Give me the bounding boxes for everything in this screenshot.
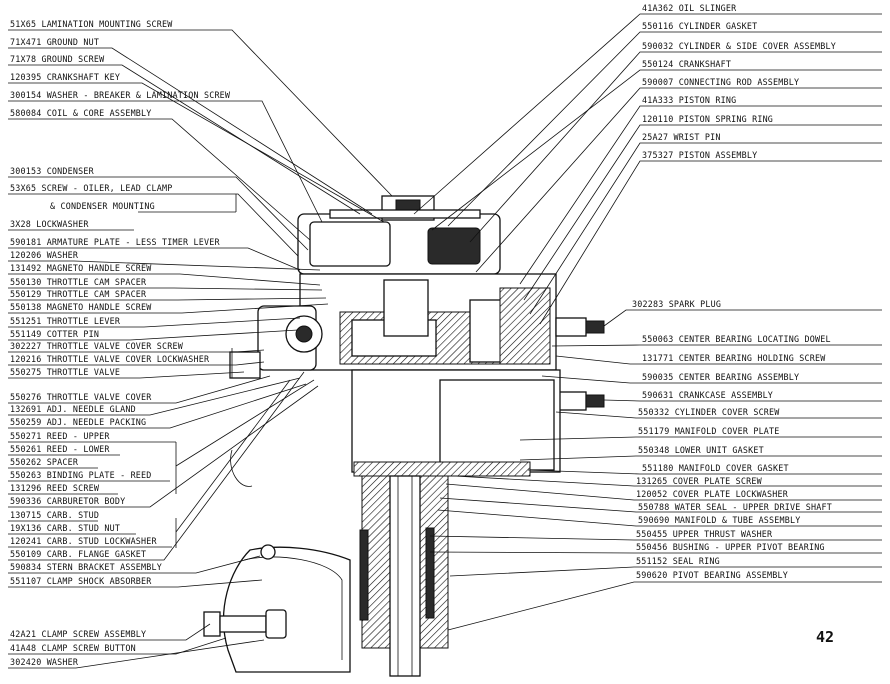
part-label: 590007 CONNECTING ROD ASSEMBLY [642,77,799,87]
part-label: 300154 WASHER - BREAKER & LAMINATION SCR… [10,90,231,100]
part-label: 51X65 LAMINATION MOUNTING SCREW [10,19,173,29]
part-label: 550138 MAGNETO HANDLE SCREW [10,302,152,312]
part-label: 590181 ARMATURE PLATE - LESS TIMER LEVER [10,237,220,247]
part-label: 53X65 SCREW - OILER, LEAD CLAMP [10,183,173,193]
part-label: 120216 THROTTLE VALVE COVER LOCKWASHER [10,354,210,364]
part-label: 71X471 GROUND NUT [10,37,99,47]
right-leader-lines [413,13,882,631]
part-label: 551179 MANIFOLD COVER PLATE [638,426,780,436]
part-label: 550276 THROTTLE VALVE COVER [10,392,152,402]
part-label: 590035 CENTER BEARING ASSEMBLY [642,372,799,382]
part-label: 551107 CLAMP SHOCK ABSORBER [10,576,152,586]
part-label: 130715 CARB. STUD [10,510,99,520]
part-label: 550130 THROTTLE CAM SPACER [10,277,147,287]
part-label: 131492 MAGNETO HANDLE SCREW [10,263,152,273]
part-label: 590631 CRANKCASE ASSEMBLY [642,390,773,400]
part-label: 550124 CRANKSHAFT [642,59,731,69]
part-label: 375327 PISTON ASSEMBLY [642,150,757,160]
part-label: 550788 WATER SEAL - UPPER DRIVE SHAFT [638,502,832,512]
part-label: 551251 THROTTLE LEVER [10,316,121,326]
part-label: 550109 CARB. FLANGE GASKET [10,549,146,559]
part-label: 41A362 OIL SLINGER [642,3,737,13]
part-label: 120395 CRANKSHAFT KEY [10,72,120,82]
part-label: 550275 THROTTLE VALVE [10,367,120,377]
part-label: 550262 SPACER [10,457,79,467]
part-label: 551149 COTTER PIN [10,329,99,339]
part-label: 550259 ADJ. NEEDLE PACKING [10,417,146,427]
part-label: 41A333 PISTON RING [642,95,736,105]
part-label: 25A27 WRIST PIN [642,132,721,142]
part-label: 551152 SEAL RING [636,556,720,566]
part-label: 580084 COIL & CORE ASSEMBLY [10,108,152,118]
part-label: 590336 CARBURETOR BODY [10,496,125,506]
part-label: 131296 REED SCREW [10,483,100,493]
part-label: 550261 REED - LOWER [10,444,110,454]
part-label: 550455 UPPER THRUST WASHER [636,529,773,539]
part-label: 302227 THROTTLE VALVE COVER SCREW [10,341,184,351]
part-label: 41A48 CLAMP SCREW BUTTON [10,643,136,653]
part-label: 302420 WASHER [10,657,79,667]
page-number: 42 [816,628,834,646]
part-label: & CONDENSER MOUNTING [50,201,155,211]
part-label: 550271 REED - UPPER [10,431,110,441]
part-label: 550263 BINDING PLATE - REED [10,470,152,480]
part-label: 131265 COVER PLATE SCREW [636,476,763,486]
engine-cross-section [203,195,605,677]
part-label: 590620 PIVOT BEARING ASSEMBLY [636,570,788,580]
part-label: 120206 WASHER [10,250,79,260]
part-label: 550332 CYLINDER COVER SCREW [638,407,780,417]
part-label: 300153 CONDENSER [10,166,95,176]
part-label: 131771 CENTER BEARING HOLDING SCREW [642,353,826,363]
part-label: 590834 STERN BRACKET ASSEMBLY [10,562,162,572]
left-leader-lines [8,29,393,669]
part-label: 590690 MANIFOLD & TUBE ASSEMBLY [638,515,801,525]
part-label: 120052 COVER PLATE LOCKWASHER [636,489,789,499]
part-label: 120110 PISTON SPRING RING [642,114,773,124]
part-label: 19X136 CARB. STUD NUT [10,523,120,533]
right-label-group: 41A362 OIL SLINGER 550116 CYLINDER GASKE… [632,3,836,580]
part-label: 132691 ADJ. NEEDLE GLAND [10,404,136,414]
part-label: 550456 BUSHING - UPPER PIVOT BEARING [636,542,825,552]
part-label: 302283 SPARK PLUG [632,299,721,309]
part-label: 3X28 LOCKWASHER [10,219,89,229]
part-label: 550063 CENTER BEARING LOCATING DOWEL [642,334,831,344]
part-label: 550129 THROTTLE CAM SPACER [10,289,147,299]
part-label: 551180 MANIFOLD COVER GASKET [642,463,789,473]
part-label: 550348 LOWER UNIT GASKET [638,445,764,455]
part-label: 550116 CYLINDER GASKET [642,21,757,31]
left-label-group: 51X65 LAMINATION MOUNTING SCREW 71X471 G… [10,19,231,667]
part-label: 71X78 GROUND SCREW [10,54,105,64]
part-label: 590032 CYLINDER & SIDE COVER ASSEMBLY [642,41,836,51]
part-label: 42A21 CLAMP SCREW ASSEMBLY [10,629,146,639]
part-label: 120241 CARB. STUD LOCKWASHER [10,536,158,546]
